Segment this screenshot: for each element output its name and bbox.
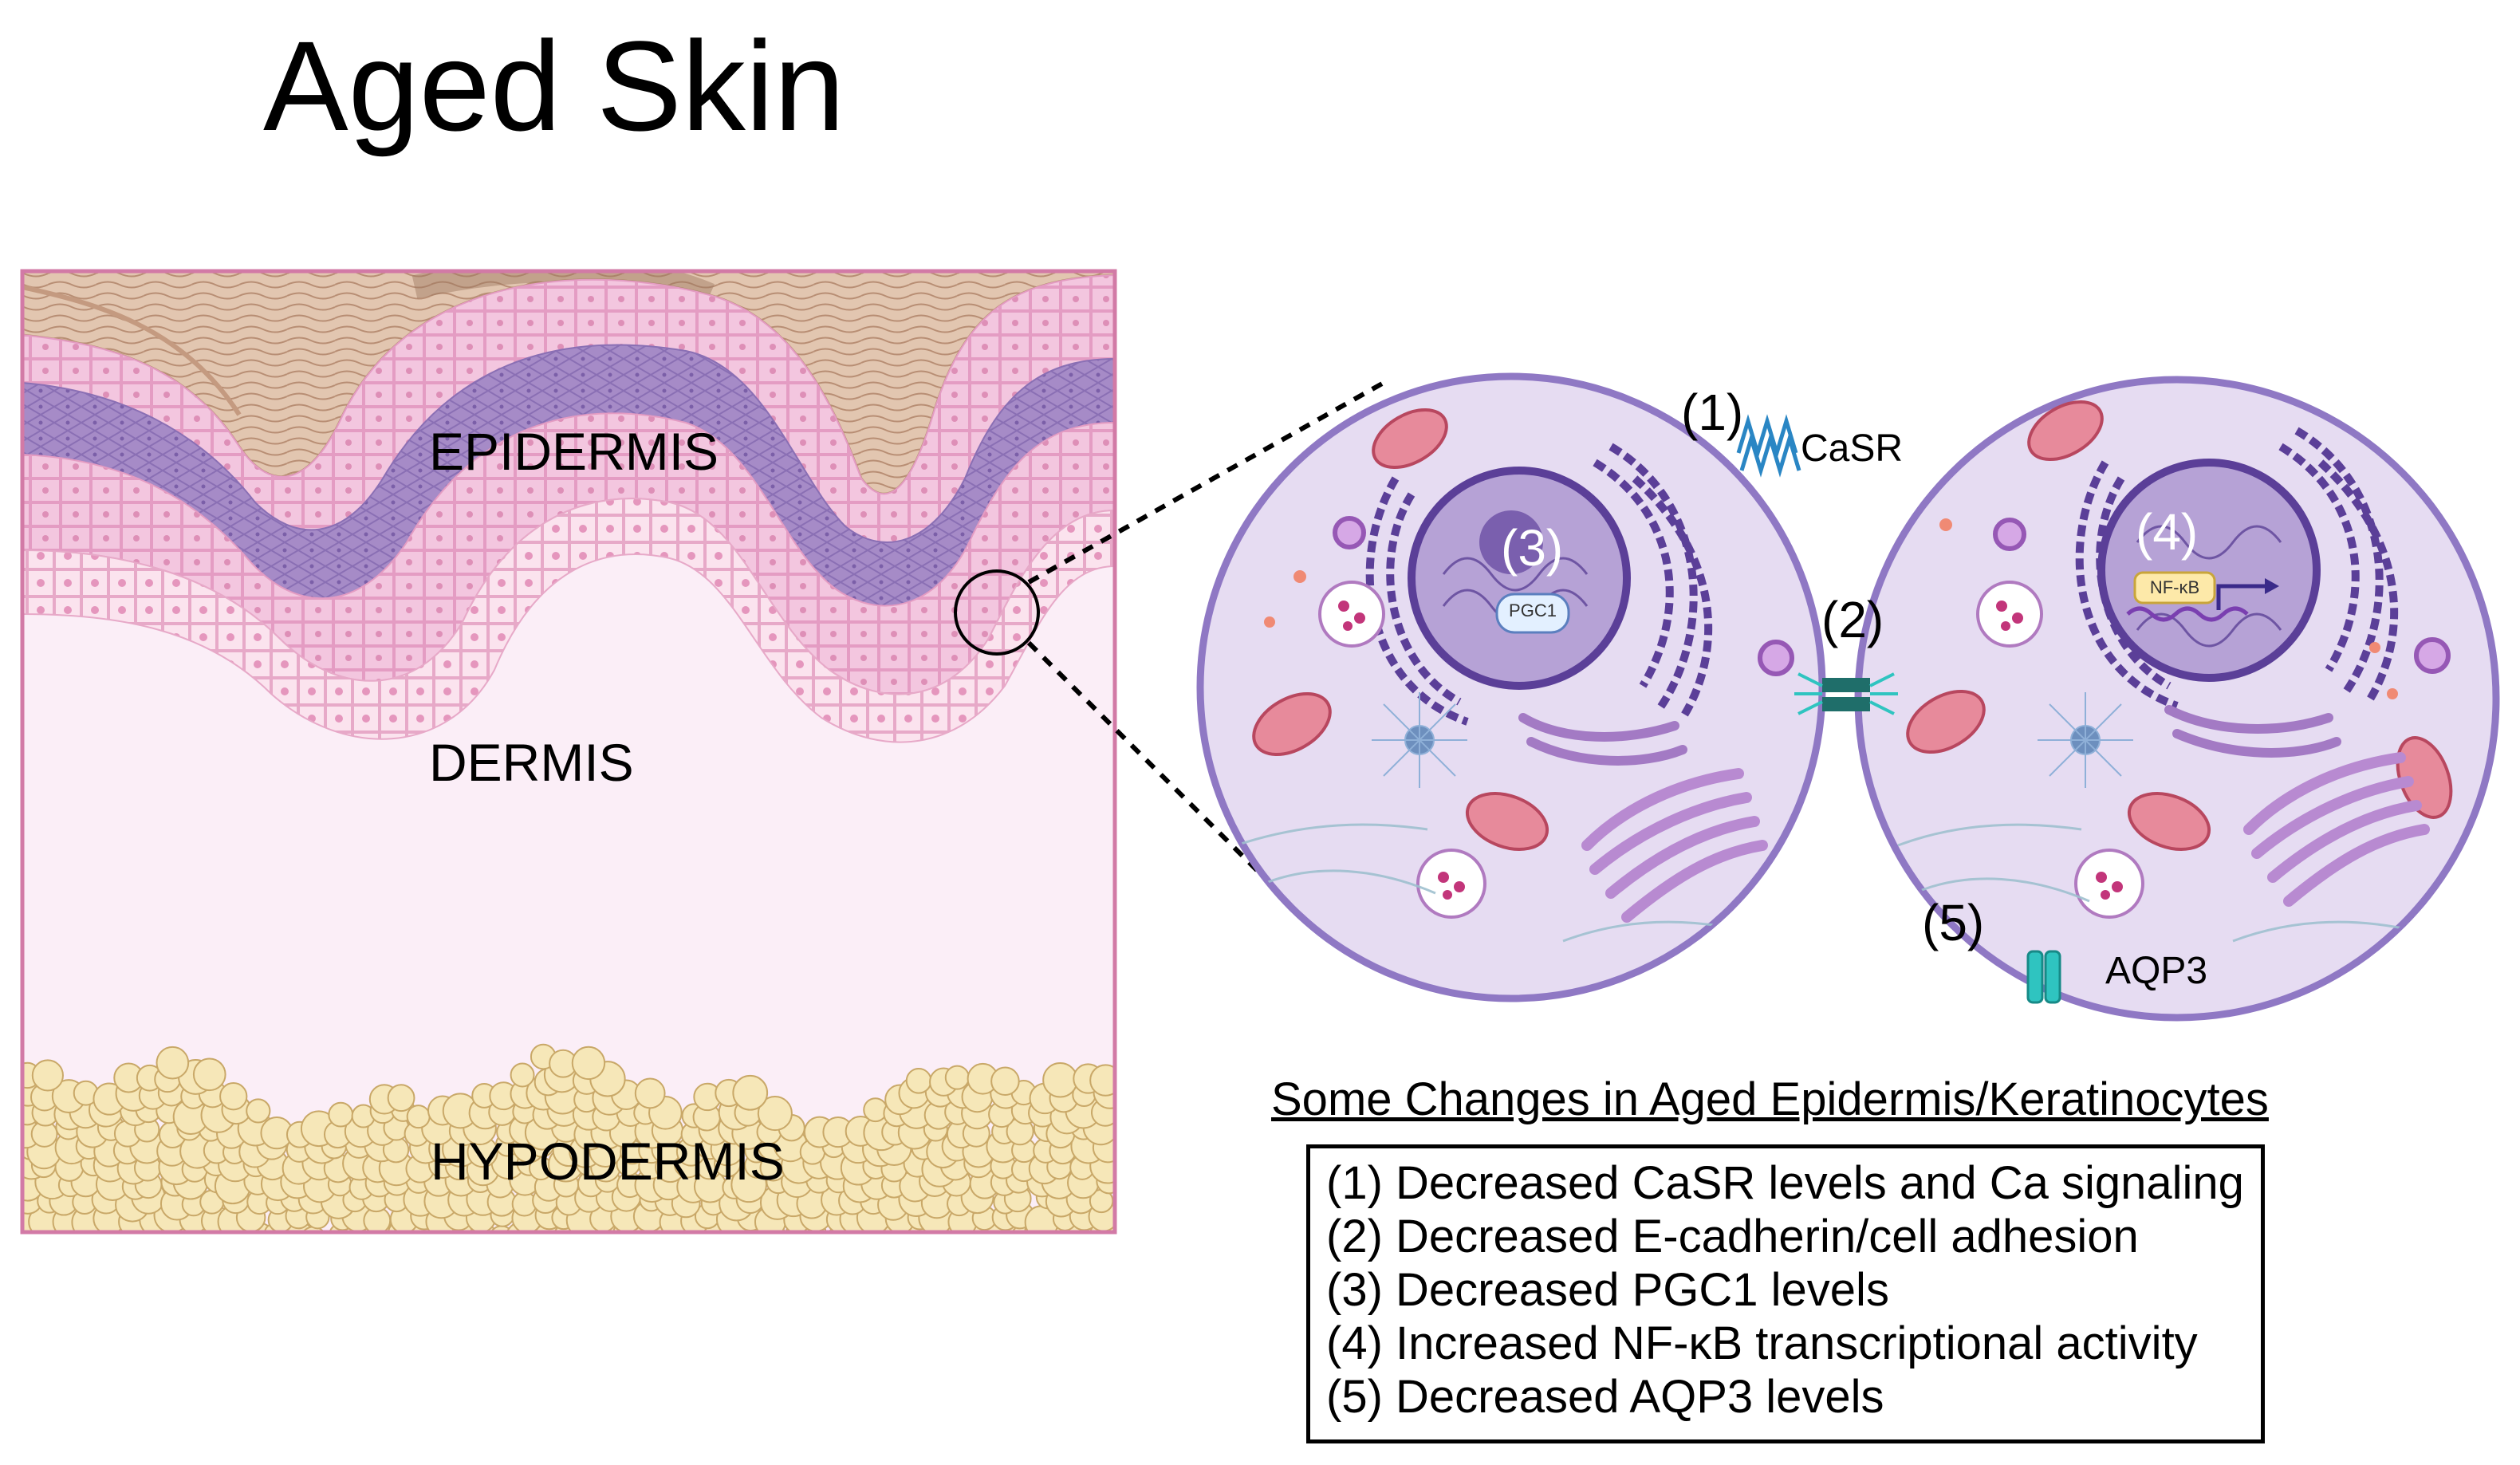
legend-box: (1) Decreased CaSR levels and Ca signali… — [1306, 1144, 2265, 1443]
hypodermis-label: HYPODERMIS — [431, 1132, 785, 1191]
fat-cell — [757, 1096, 793, 1132]
legend-item: (1) Decreased CaSR levels and Ca signali… — [1326, 1157, 2244, 1209]
fat-cell — [863, 1097, 888, 1123]
legend-heading: Some Changes in Aged Epidermis/Keratinoc… — [1271, 1073, 2269, 1125]
fat-cell — [634, 1077, 666, 1109]
aqp3-label: AQP3 — [2105, 950, 2208, 992]
legend-item: (4) Increased NF-κB transcriptional acti… — [1326, 1317, 2198, 1369]
skin-border — [20, 269, 1117, 1235]
skin-section — [20, 269, 1385, 1235]
er-strands-left — [1518, 713, 1687, 766]
keratinocyte-left — [1196, 372, 1826, 1002]
mitochondria-right — [1906, 400, 2453, 851]
fat-cell — [990, 1066, 1020, 1097]
vesicles-left — [1264, 516, 1794, 919]
fat-cell — [1089, 1064, 1115, 1097]
er-strands-right — [2164, 705, 2341, 758]
basal-layer — [22, 498, 1115, 743]
nfkb-pill — [2133, 571, 2216, 605]
zoom-line-bottom — [1026, 640, 1278, 892]
transcription-arrow — [2216, 584, 2265, 610]
fat-cell — [1042, 1061, 1078, 1098]
fat-cell — [31, 1059, 64, 1092]
legend-item: (5) Decreased AQP3 levels — [1326, 1371, 1884, 1423]
zoom-line-top — [1027, 380, 1385, 585]
fat-cell — [156, 1046, 190, 1080]
centrosome-left — [1372, 692, 1467, 788]
centrosome-right — [2038, 692, 2133, 788]
golgi-left — [1581, 768, 1768, 923]
page-title: Aged Skin — [263, 14, 845, 157]
marker-1: (1) — [1681, 384, 1744, 441]
marker-3: (3) — [1501, 519, 1564, 577]
nfkb-label: NF-κB — [2149, 577, 2200, 597]
golgi-right — [2243, 752, 2430, 907]
marker-5: (5) — [1922, 894, 1985, 951]
fat-cell — [387, 1084, 415, 1113]
casr-receptor — [1736, 414, 1801, 478]
hypodermis-fat — [22, 1043, 1115, 1232]
fat-cell — [192, 1057, 226, 1092]
fat-cell — [510, 1062, 535, 1088]
mitochondria-left — [1252, 408, 1549, 851]
fat-cell — [732, 1074, 769, 1111]
pgc1-pill — [1495, 593, 1570, 634]
dna-strand — [2126, 606, 2249, 622]
epidermis-label: EPIDERMIS — [429, 422, 719, 481]
fat-cell — [328, 1101, 354, 1128]
casr-label: CaSR — [1801, 427, 1904, 470]
fat-cell — [944, 1065, 970, 1090]
er-right — [2075, 427, 2399, 710]
fat-cell — [571, 1046, 606, 1081]
cell-junction — [1794, 672, 1898, 715]
marker-2: (2) — [1821, 591, 1884, 648]
dermis-label: DERMIS — [429, 733, 634, 792]
legend-item: (2) Decreased E-cadherin/cell adhesion — [1326, 1211, 2139, 1262]
nucleus-left — [1408, 467, 1631, 690]
fat-cell — [246, 1098, 271, 1124]
fat-cell — [219, 1082, 248, 1111]
nucleus-right — [2097, 459, 2321, 682]
marker-4: (4) — [2136, 503, 2199, 561]
fat-cell — [905, 1067, 932, 1094]
legend-item: (3) Decreased PGC1 levels — [1326, 1264, 1889, 1316]
pgc1-label: PGC1 — [1509, 601, 1557, 620]
nucleolus-left — [1479, 510, 1543, 574]
zoom-circle — [954, 569, 1040, 656]
aqp3-channel — [2026, 950, 2061, 1004]
fat-cell — [406, 1105, 431, 1129]
vesicles-right — [1939, 518, 2451, 919]
